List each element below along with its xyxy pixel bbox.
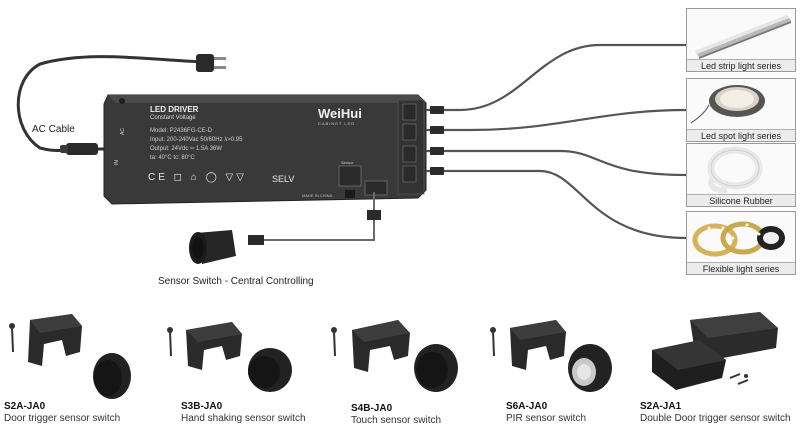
product-box-silicone: Silicone Rubber bbox=[686, 143, 796, 207]
driver-ac-in-label: IN bbox=[114, 160, 120, 165]
sensor-code: S3B-JA0 bbox=[181, 401, 223, 412]
ac-connector-icon bbox=[60, 143, 98, 155]
driver-input: Input: 200-240Vac 50/60Hz λ>0.95 bbox=[150, 137, 243, 143]
sensor-code: S4B-JA0 bbox=[351, 403, 393, 414]
driver-subtitle: Constant Voltage bbox=[150, 115, 196, 121]
hand-shaking-sensor-icon bbox=[167, 322, 292, 392]
product-caption: Led spot light series bbox=[687, 129, 795, 141]
driver-temps: ta: 40°C tc: 80°C bbox=[150, 155, 195, 161]
flexible-strip-icon bbox=[692, 221, 785, 257]
driver-output: Output: 24Vdc ═ 1.5A 36W bbox=[150, 146, 222, 152]
pir-sensor-icon bbox=[490, 320, 612, 392]
brand-logo: WeiHui bbox=[318, 106, 362, 121]
sensor-code: S2A-JA0 bbox=[4, 401, 46, 412]
made-in-label: MADE IN CHINA bbox=[302, 193, 333, 198]
ac-cable-wire bbox=[16, 55, 205, 152]
sensor-port-label: Sensor bbox=[341, 160, 354, 165]
sensor-switch-label: Sensor Switch - Central Controlling bbox=[158, 276, 314, 287]
certification-marks: CE ◻ ⌂ ◯ ▽▽ bbox=[148, 172, 247, 183]
silicone-strip-icon bbox=[707, 146, 763, 194]
sensor-switch-icon bbox=[189, 230, 236, 264]
sensor-code: S6A-JA0 bbox=[506, 401, 548, 412]
sensor-desc: Door trigger sensor switch bbox=[4, 413, 121, 424]
brand-subtitle: CABINET LED bbox=[318, 121, 356, 126]
spot-light-icon bbox=[690, 85, 765, 124]
led-strip-icon bbox=[695, 15, 791, 59]
driver-model: Model: P2436FG-CE-D bbox=[150, 128, 213, 134]
double-door-sensor-icon bbox=[652, 312, 778, 390]
output-wires bbox=[426, 43, 687, 240]
sensor-desc: PIR sensor switch bbox=[506, 413, 587, 424]
ac-cable-label: AC Cable bbox=[32, 124, 75, 135]
driver-ac-label: AC bbox=[120, 128, 126, 135]
product-caption: Led strip light series bbox=[687, 59, 795, 71]
sensor-desc: Double Door trigger sensor switch bbox=[640, 413, 791, 424]
product-caption: Silicone Rubber bbox=[687, 194, 795, 206]
led-driver-body bbox=[103, 94, 427, 205]
product-box-spot-light: Led spot light series bbox=[686, 78, 796, 142]
product-box-flexible: Flexible light series bbox=[686, 211, 796, 275]
product-box-led-strip: Led strip light series bbox=[686, 8, 796, 72]
sensor-desc: Touch sensor switch bbox=[351, 415, 442, 426]
selv-mark: SELV bbox=[272, 174, 295, 184]
sensor-desc: Hand shaking sensor switch bbox=[181, 413, 306, 424]
driver-title: LED DRIVER bbox=[150, 105, 199, 114]
product-caption: Flexible light series bbox=[687, 262, 795, 274]
touch-sensor-icon bbox=[331, 320, 458, 392]
sensor-code: S2A-JA1 bbox=[640, 401, 682, 412]
door-trigger-sensor-icon bbox=[9, 314, 131, 399]
output-connectors bbox=[430, 106, 444, 175]
ac-plug-icon bbox=[196, 54, 226, 72]
